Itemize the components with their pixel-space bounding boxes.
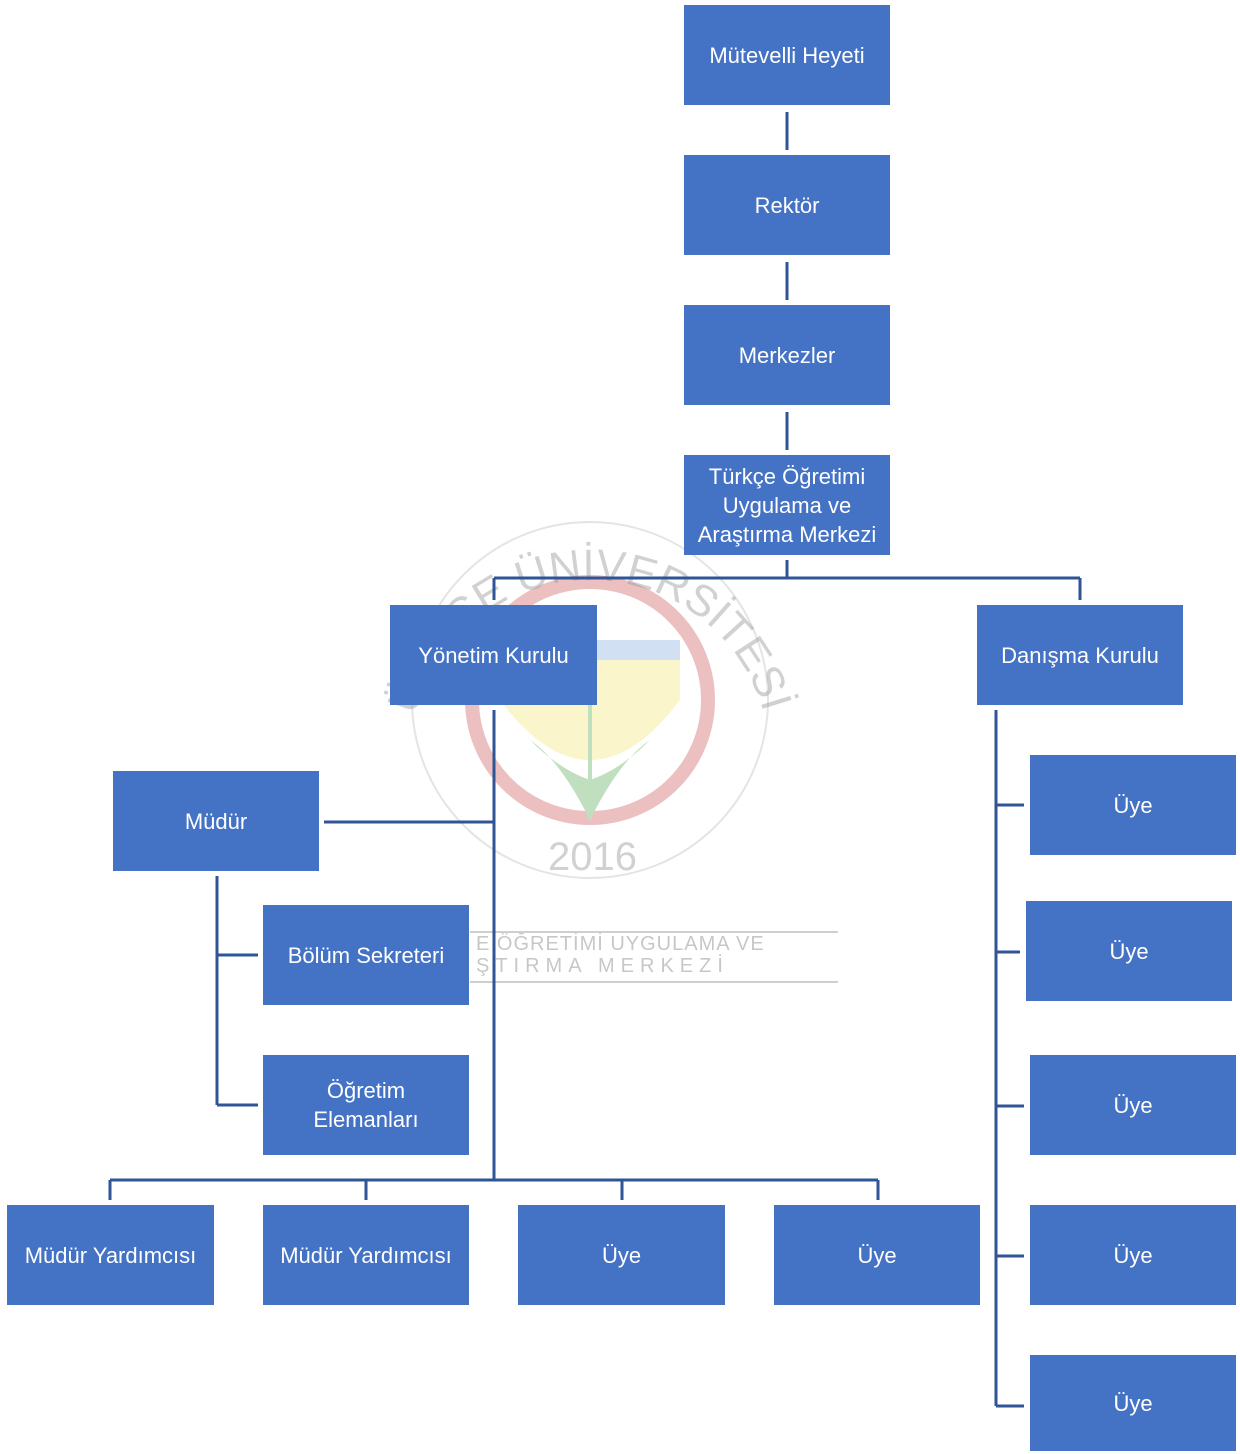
node-mutevelli-heyeti: Mütevelli Heyeti <box>684 5 890 105</box>
node-danisma-uye-4: Üye <box>1030 1205 1236 1305</box>
seal-subtitle-1: E ÖĞRETİMİ UYGULAMA VE <box>476 932 765 955</box>
node-ogretim-elemanlari: Öğretim Elemanları <box>263 1055 469 1155</box>
node-yonetim-kurulu: Yönetim Kurulu <box>390 605 597 705</box>
node-mudur: Müdür <box>113 771 319 871</box>
node-yonetim-uye-1: Üye <box>518 1205 725 1305</box>
seal-leaf <box>530 740 650 820</box>
node-turkce-ogretimi-merkezi: Türkçe Öğretimi Uygulama ve Araştırma Me… <box>684 455 890 555</box>
node-danisma-uye-3: Üye <box>1030 1055 1236 1155</box>
node-mudur-yardimcisi-2: Müdür Yardımcısı <box>263 1205 469 1305</box>
node-rektor: Rektör <box>684 155 890 255</box>
node-yonetim-uye-2: Üye <box>774 1205 980 1305</box>
node-danisma-uye-1: Üye <box>1030 755 1236 855</box>
node-danisma-uye-2: Üye <box>1026 901 1232 1001</box>
node-danisma-kurulu: Danışma Kurulu <box>977 605 1183 705</box>
node-bolum-sekreteri: Bölüm Sekreteri <box>263 905 469 1005</box>
node-merkezler: Merkezler <box>684 305 890 405</box>
connector-lines <box>108 112 1082 1408</box>
node-danisma-uye-5: Üye <box>1030 1355 1236 1451</box>
seal-subtitle-2: ŞTIRMA MERKEZİ <box>476 954 729 977</box>
seal-year: 2016 <box>548 835 637 879</box>
node-mudur-yardimcisi-1: Müdür Yardımcısı <box>7 1205 214 1305</box>
